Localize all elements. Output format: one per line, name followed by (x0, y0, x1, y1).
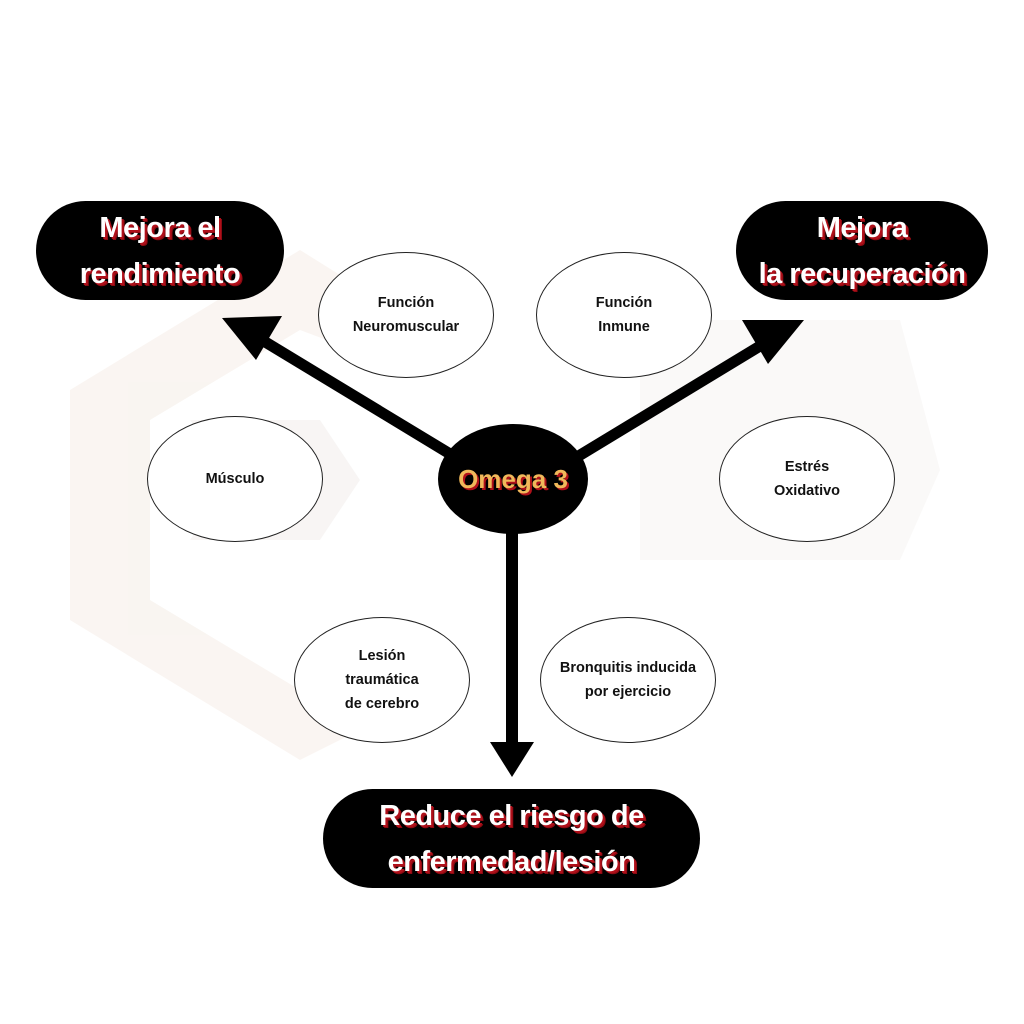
factor-immune-label: Función Inmune (595, 295, 653, 335)
factor-brain-injury-label: Lesión traumática de cerebro (344, 648, 420, 712)
factor-immune: Función Inmune (536, 252, 712, 378)
outcome-performance-label: Mejora el rendimiento (79, 211, 241, 290)
outcome-recovery: Mejora la recuperación (736, 201, 988, 300)
outcome-recovery-label: Mejora la recuperación (758, 211, 966, 290)
arrow-to-risk (490, 520, 534, 777)
factor-muscle: Músculo (147, 416, 323, 542)
outcome-risk-label: Reduce el riesgo de enfermedad/lesión (379, 799, 644, 878)
factor-brain-injury: Lesión traumática de cerebro (294, 617, 470, 743)
outcome-risk: Reduce el riesgo de enfermedad/lesión (323, 789, 700, 888)
outcome-performance: Mejora el rendimiento (36, 201, 284, 300)
arrow-to-recovery (569, 320, 804, 465)
factor-neuromuscular-label: Función Neuromuscular (352, 295, 460, 335)
factor-oxidative: Estrés Oxidativo (719, 416, 895, 542)
arrow-to-performance (222, 316, 463, 465)
factor-oxidative-label: Estrés Oxidativo (773, 459, 841, 499)
factor-bronchitis: Bronquitis inducida por ejercicio (540, 617, 716, 743)
factor-bronchitis-label: Bronquitis inducida por ejercicio (559, 660, 697, 700)
center-label: Omega 3 (458, 463, 568, 494)
center-node-omega3: Omega 3 (438, 424, 588, 534)
factor-muscle-label: Músculo (205, 471, 265, 487)
factor-neuromuscular: Función Neuromuscular (318, 252, 494, 378)
